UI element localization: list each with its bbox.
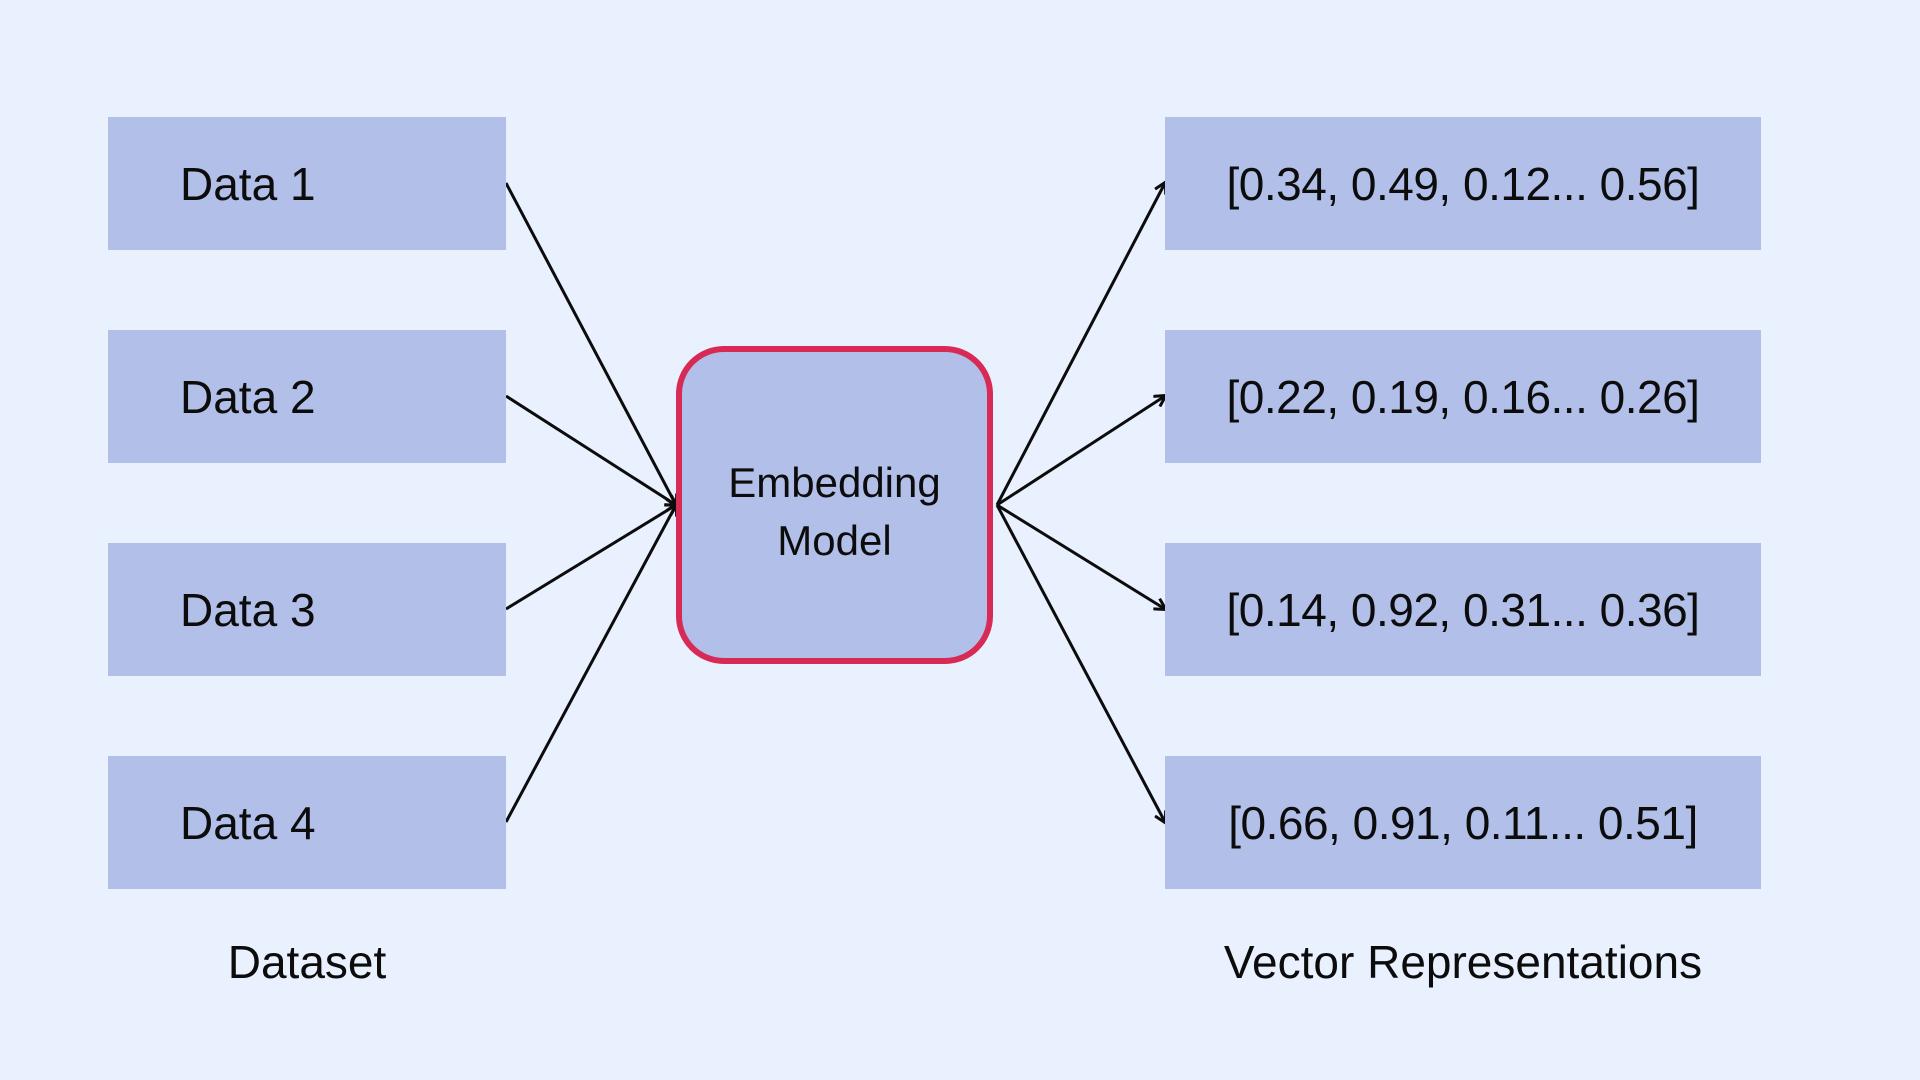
arrow-model-to-vector-4 (995, 504, 1165, 822)
vector-box-3: [0.14, 0.92, 0.31... 0.36] (1165, 543, 1761, 676)
vector-representations-caption: Vector Representations (1223, 936, 1703, 988)
vector-box-2: [0.22, 0.19, 0.16... 0.26] (1165, 330, 1761, 463)
arrow-model-to-vector-1 (995, 183, 1165, 506)
vector-box-4: [0.66, 0.91, 0.11... 0.51] (1165, 756, 1761, 889)
data-box-1: Data 1 (108, 117, 506, 250)
embedding-model-label: Embedding Model (728, 459, 941, 564)
vector-label: [0.34, 0.49, 0.12... 0.56] (1226, 157, 1700, 210)
data-box-label: Data 4 (180, 796, 316, 849)
arrow-data-3-to-model (505, 505, 676, 611)
data-box-label: Data 2 (180, 370, 316, 423)
vector-label: [0.14, 0.92, 0.31... 0.36] (1226, 583, 1700, 636)
arrow-data-4-to-model (504, 505, 676, 823)
arrow-data-2-to-model (505, 394, 676, 505)
arrow-model-to-vector-2 (996, 396, 1165, 507)
dataset-caption: Dataset (227, 936, 387, 988)
arrow-data-1-to-model (504, 182, 676, 505)
data-box-4: Data 4 (108, 756, 506, 889)
vector-label: [0.22, 0.19, 0.16... 0.26] (1226, 370, 1700, 423)
data-box-3: Data 3 (108, 543, 506, 676)
embedding-model-box: Embedding Model (676, 346, 993, 664)
data-box-label: Data 1 (180, 157, 316, 210)
vector-box-1: [0.34, 0.49, 0.12... 0.56] (1165, 117, 1761, 250)
vector-label: [0.66, 0.91, 0.11... 0.51] (1228, 796, 1698, 849)
arrow-model-to-vector-3 (996, 503, 1165, 609)
data-box-label: Data 3 (180, 583, 316, 636)
data-box-2: Data 2 (108, 330, 506, 463)
